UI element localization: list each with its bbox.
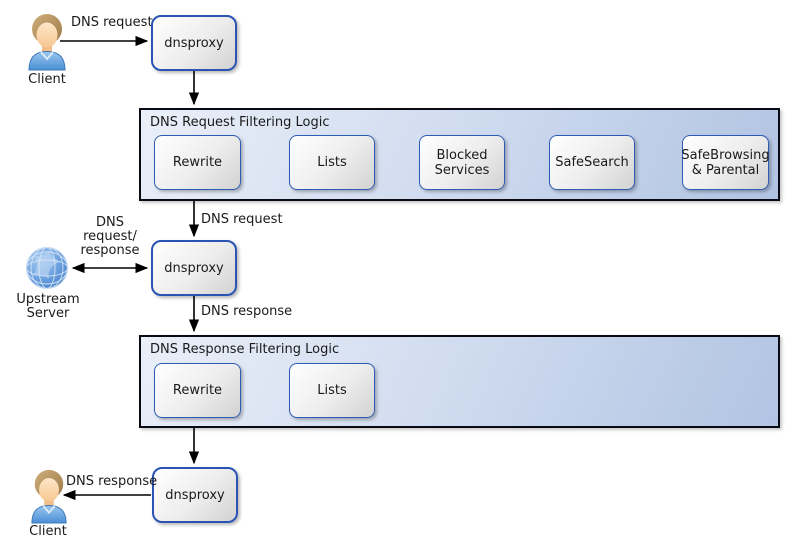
globe-icon: [26, 247, 68, 289]
node-safesearch: SafeSearch: [549, 135, 635, 190]
dnsproxy-3-label: dnsproxy: [165, 487, 225, 503]
exchange-label-line1: DNS: [96, 215, 124, 230]
lists-response-label: Lists: [317, 383, 347, 398]
safebrowsing-parental-label: SafeBrowsing & Parental: [681, 147, 770, 178]
rewrite-request-label: Rewrite: [172, 155, 223, 170]
blocked-services-label: Blocked Services: [434, 147, 490, 178]
node-lists-response: Lists: [289, 363, 375, 418]
lists-request-label: Lists: [317, 155, 347, 170]
exchange-label-line2: request/: [83, 229, 137, 244]
person-icon: [31, 469, 67, 524]
node-lists-request: Lists: [289, 135, 375, 190]
dns-request-mid-label: DNS request: [201, 212, 283, 227]
dnsproxy-1-label: dnsproxy: [164, 35, 224, 51]
client-bottom-label: Client: [29, 524, 67, 539]
node-dnsproxy-3: dnsproxy: [152, 467, 238, 523]
exchange-label-line3: response: [80, 243, 140, 258]
person-icon: [28, 14, 66, 71]
dnsproxy-2-label: dnsproxy: [164, 260, 224, 276]
node-dnsproxy-1: dnsproxy: [151, 15, 237, 71]
node-rewrite-request: Rewrite: [154, 135, 241, 190]
request-filtering-container: DNS Request Filtering Logic Rewrite List…: [139, 108, 780, 201]
dns-request-top-label: DNS request: [71, 15, 153, 30]
request-filtering-title: DNS Request Filtering Logic: [150, 115, 330, 130]
response-filtering-title: DNS Response Filtering Logic: [150, 342, 340, 357]
dns-response-mid-label: DNS response: [201, 304, 293, 319]
node-dnsproxy-2: dnsproxy: [151, 240, 237, 296]
upstream-exchange-label: DNS request/ response: [74, 216, 146, 258]
node-safebrowsing-parental: SafeBrowsing & Parental: [681, 135, 770, 190]
upstream-server-label: Upstream Server: [6, 293, 90, 321]
rewrite-response-label: Rewrite: [172, 383, 223, 398]
safesearch-label: SafeSearch: [555, 155, 629, 170]
response-filtering-container: DNS Response Filtering Logic Rewrite Lis…: [139, 335, 780, 428]
node-blocked-services: Blocked Services: [419, 135, 505, 190]
dns-response-bottom-label: DNS response: [66, 474, 158, 489]
upstream-label-line2: Server: [26, 306, 70, 321]
upstream-label-line1: Upstream: [16, 292, 80, 307]
node-rewrite-response: Rewrite: [154, 363, 241, 418]
client-top-label: Client: [28, 72, 66, 87]
